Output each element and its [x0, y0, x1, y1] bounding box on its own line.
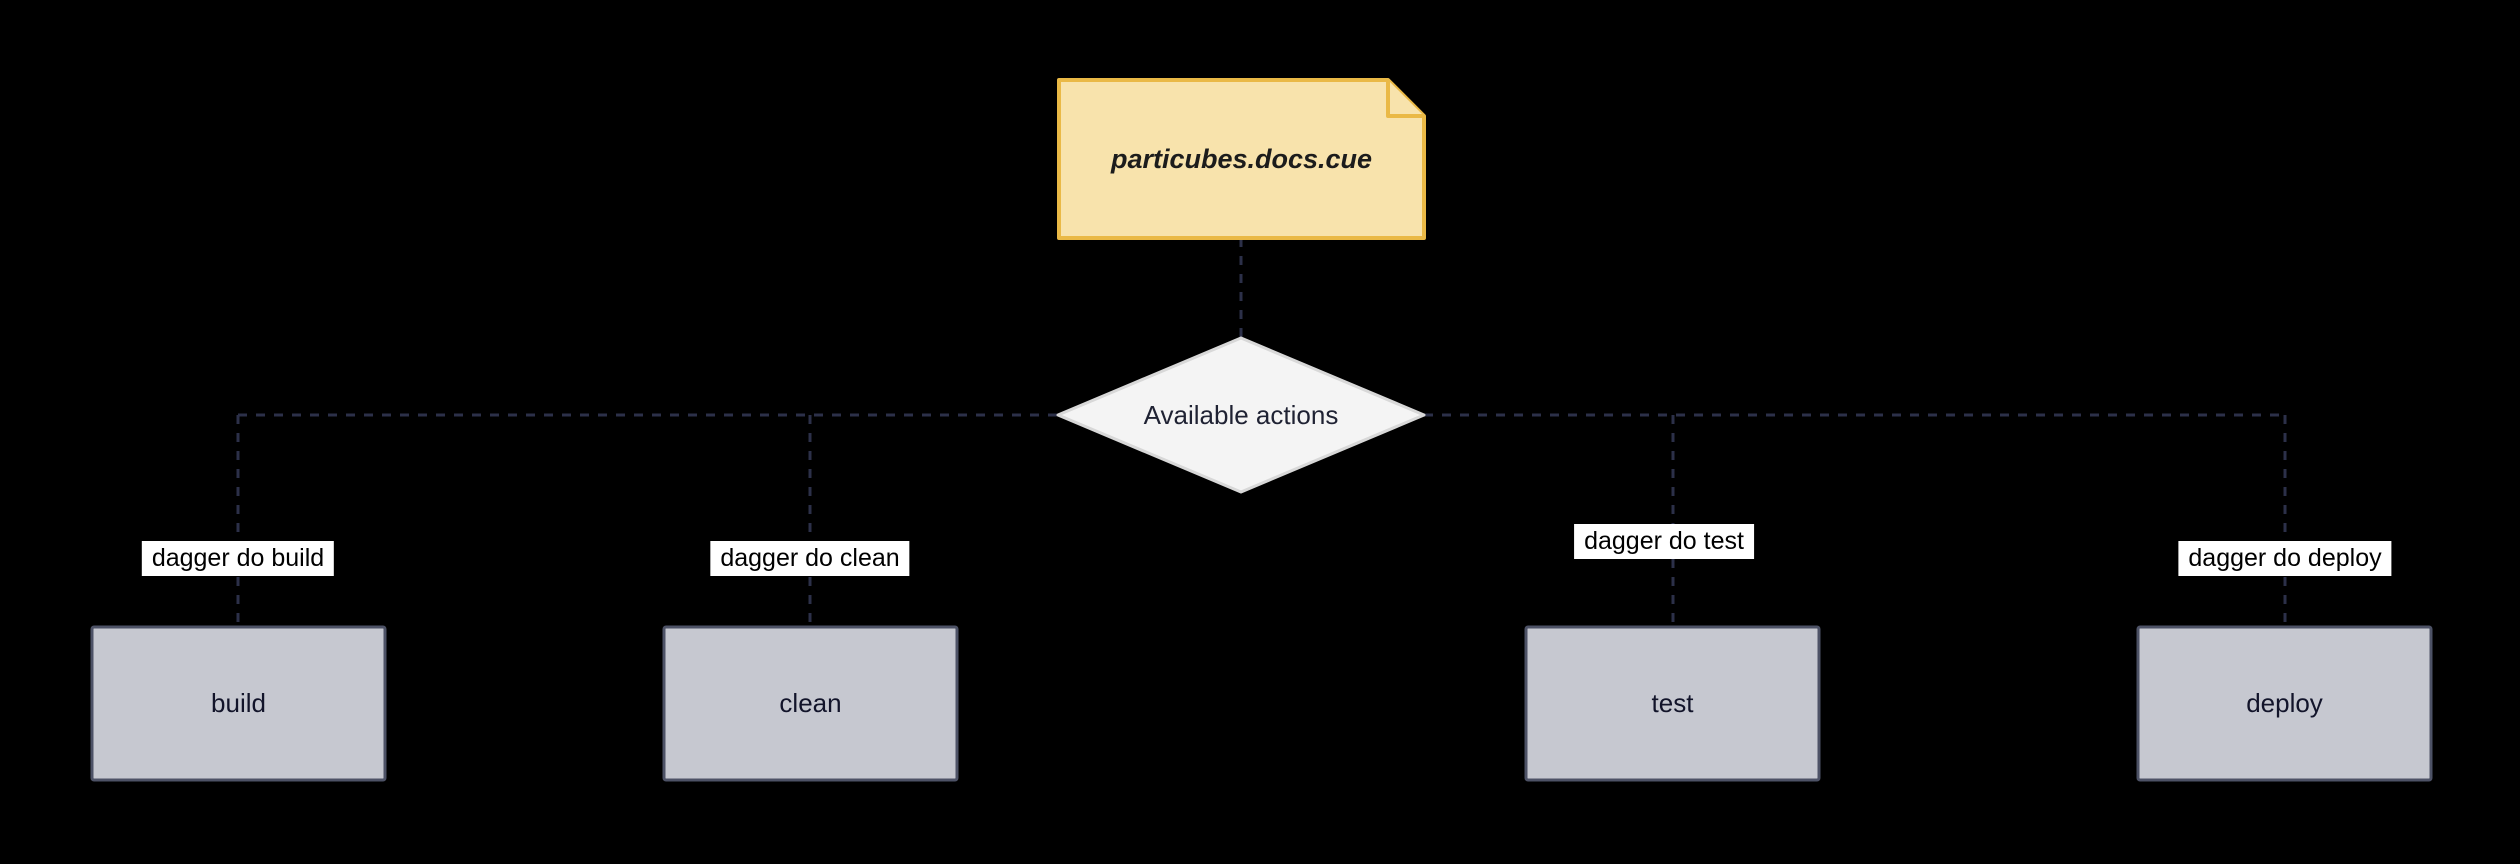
decision-shape — [1056, 336, 1426, 494]
note-shape — [1057, 78, 1426, 240]
node-box-clean — [662, 625, 959, 782]
node-box-build — [90, 625, 387, 782]
node-boxes — [90, 625, 2433, 782]
edge-label-clean: dagger do clean — [710, 541, 910, 576]
edge-label-build: dagger do build — [141, 541, 335, 576]
note-fold-corner — [1386, 80, 1424, 118]
edge-label-deploy: dagger do deploy — [2178, 541, 2392, 576]
node-box-test — [1524, 625, 1821, 782]
node-box-deploy — [2136, 625, 2433, 782]
edge-label-test: dagger do test — [1574, 524, 1754, 559]
note-body — [1057, 78, 1426, 240]
